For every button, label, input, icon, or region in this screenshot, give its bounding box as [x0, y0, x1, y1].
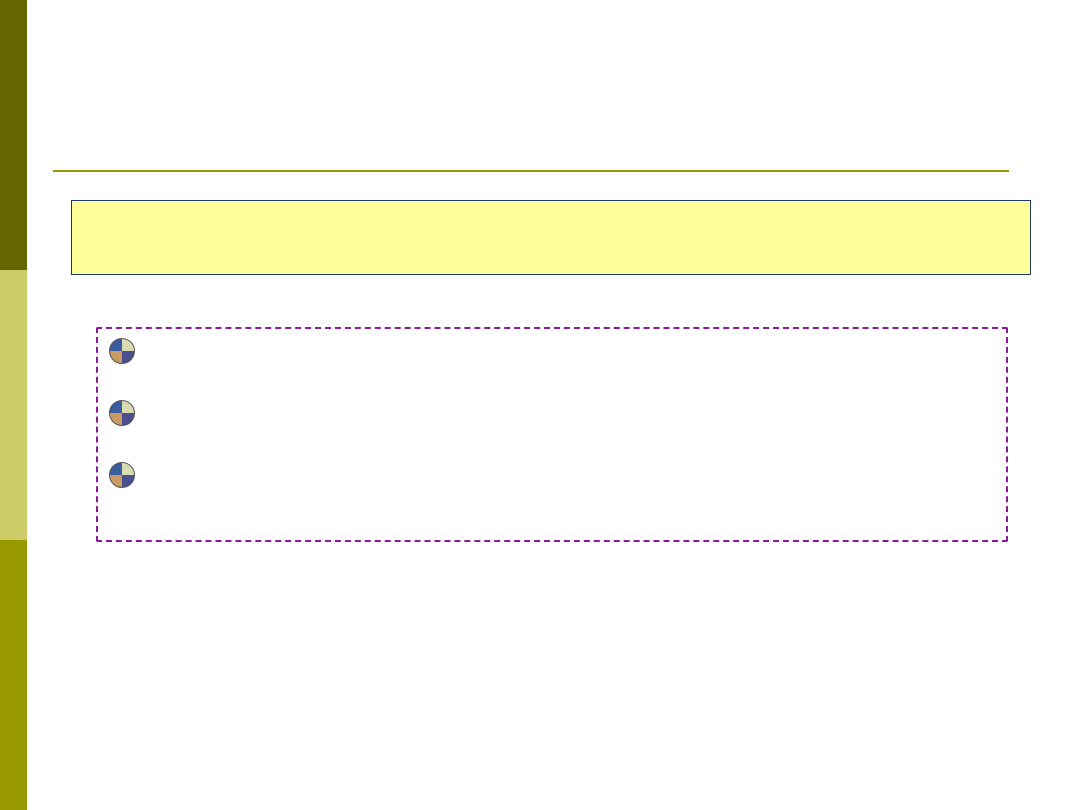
bullet-item — [108, 337, 988, 367]
slide-title — [70, 40, 1010, 160]
highlight-box — [71, 200, 1031, 275]
bullet-item — [108, 399, 988, 429]
side-band-bottom — [0, 540, 27, 810]
side-band-top — [0, 0, 27, 270]
quartered-globe-bullet-icon — [109, 462, 135, 488]
side-band-middle — [0, 270, 27, 540]
quartered-globe-bullet-icon — [109, 338, 135, 364]
quartered-globe-bullet-icon — [109, 400, 135, 426]
title-divider — [53, 170, 1009, 172]
bullet-list-box — [96, 327, 1008, 542]
bullet-item — [108, 461, 988, 491]
